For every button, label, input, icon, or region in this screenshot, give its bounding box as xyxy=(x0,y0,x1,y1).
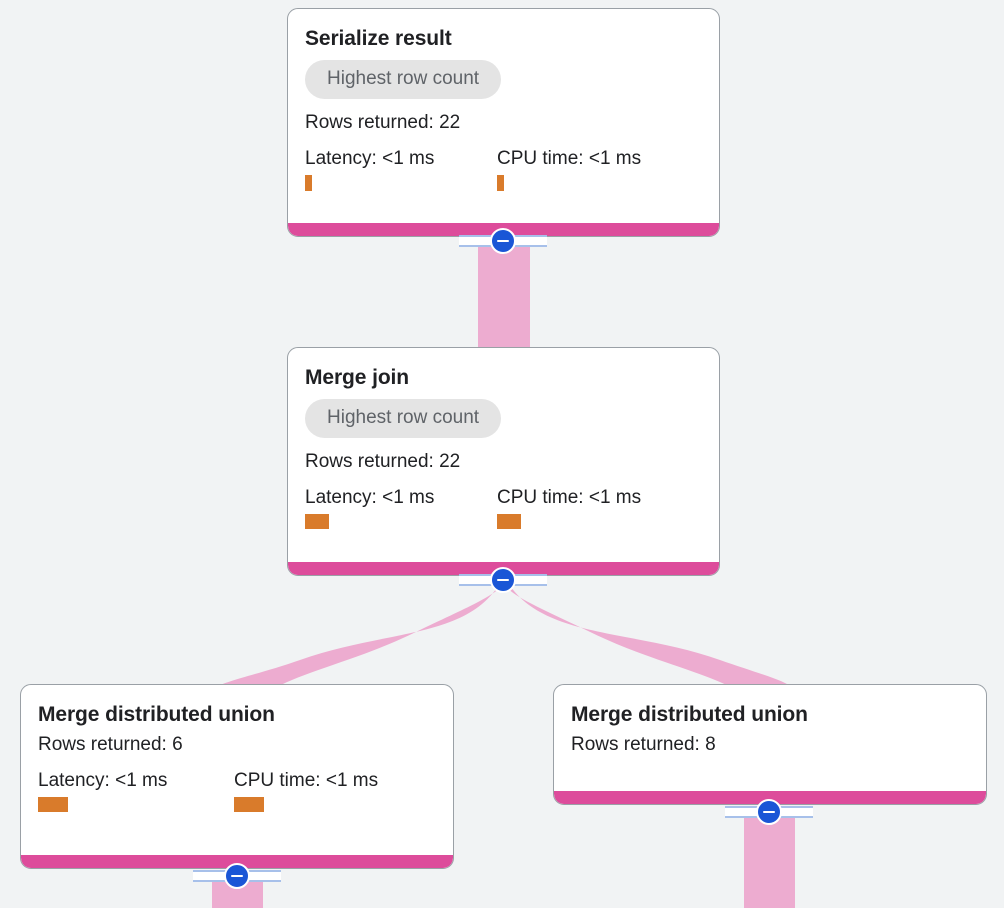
node-metrics: Latency: <1 ms CPU time: <1 ms xyxy=(305,147,702,191)
metric-cpu-time: CPU time: <1 ms xyxy=(497,486,642,529)
node-title: Merge distributed union xyxy=(38,703,275,726)
node-accent-footer xyxy=(21,855,453,868)
minus-icon[interactable] xyxy=(756,799,782,825)
metric-latency-bar xyxy=(305,513,329,529)
metric-latency: Latency: <1 ms xyxy=(305,486,497,529)
collapse-control-serialize-result[interactable] xyxy=(453,228,553,254)
node-card-body: Merge distributed union Rows returned: 8 xyxy=(554,685,986,767)
metric-latency: Latency: <1 ms xyxy=(305,147,497,191)
node-card-body: Merge join Highest row count Rows return… xyxy=(288,348,719,539)
metric-latency-bar xyxy=(305,174,312,191)
metric-cpu-time-label: CPU time: <1 ms xyxy=(497,147,642,169)
collapse-control-merge-distributed-union-left[interactable] xyxy=(187,863,287,889)
status-badge: Highest row count xyxy=(305,60,502,100)
node-card[interactable]: Merge distributed union Rows returned: 6… xyxy=(20,684,454,869)
metric-latency-label: Latency: <1 ms xyxy=(38,769,168,791)
rail-left-icon xyxy=(459,574,493,586)
minus-glyph xyxy=(763,810,775,814)
node-merge-distributed-union-right[interactable]: Merge distributed union Rows returned: 8 xyxy=(553,684,987,805)
node-serialize-result[interactable]: Serialize result Highest row count Rows … xyxy=(287,8,720,237)
node-card-body: Merge distributed union Rows returned: 6… xyxy=(21,685,453,822)
metric-cpu-time-label: CPU time: <1 ms xyxy=(497,486,642,508)
metric-latency: Latency: <1 ms xyxy=(38,769,234,812)
minus-icon[interactable] xyxy=(490,228,516,254)
ribbon-merge-join-to-left-union xyxy=(214,578,506,690)
node-accent-footer xyxy=(554,791,986,804)
metric-latency-label: Latency: <1 ms xyxy=(305,486,435,508)
rows-returned: Rows returned: 6 xyxy=(38,734,183,756)
rows-returned: Rows returned: 22 xyxy=(305,112,461,134)
node-card-body: Serialize result Highest row count Rows … xyxy=(288,9,719,201)
metric-cpu-time-label: CPU time: <1 ms xyxy=(234,769,379,791)
minus-icon[interactable] xyxy=(224,863,250,889)
rail-left-icon xyxy=(725,806,759,818)
metric-latency-label: Latency: <1 ms xyxy=(305,147,435,169)
rows-returned: Rows returned: 22 xyxy=(305,451,461,473)
metric-cpu-time: CPU time: <1 ms xyxy=(234,769,379,812)
node-card[interactable]: Merge distributed union Rows returned: 8 xyxy=(553,684,987,805)
rail-left-icon xyxy=(459,235,493,247)
metric-cpu-time-bar xyxy=(497,513,521,529)
rail-right-icon xyxy=(513,574,547,586)
rows-returned: Rows returned: 8 xyxy=(571,734,716,756)
node-title: Merge distributed union xyxy=(571,703,808,726)
metric-cpu-time: CPU time: <1 ms xyxy=(497,147,642,191)
metric-cpu-time-bar xyxy=(234,796,264,812)
node-title: Serialize result xyxy=(305,27,452,50)
rail-right-icon xyxy=(247,870,281,882)
node-metrics: Latency: <1 ms CPU time: <1 ms xyxy=(38,769,436,812)
metric-cpu-time-bar xyxy=(497,174,504,191)
node-merge-join[interactable]: Merge join Highest row count Rows return… xyxy=(287,347,720,576)
node-card[interactable]: Merge join Highest row count Rows return… xyxy=(287,347,720,576)
node-title: Merge join xyxy=(305,366,410,389)
status-badge: Highest row count xyxy=(305,399,502,439)
minus-glyph xyxy=(497,578,509,582)
rail-left-icon xyxy=(193,870,227,882)
minus-glyph xyxy=(231,874,243,878)
node-merge-distributed-union-left[interactable]: Merge distributed union Rows returned: 6… xyxy=(20,684,454,869)
ribbon-merge-join-to-right-union xyxy=(502,578,793,690)
rail-right-icon xyxy=(513,235,547,247)
metric-latency-bar xyxy=(38,796,68,812)
collapse-control-merge-distributed-union-right[interactable] xyxy=(719,799,819,825)
node-card[interactable]: Serialize result Highest row count Rows … xyxy=(287,8,720,237)
collapse-control-merge-join[interactable] xyxy=(453,567,553,593)
rail-right-icon xyxy=(779,806,813,818)
minus-glyph xyxy=(497,239,509,243)
node-metrics: Latency: <1 ms CPU time: <1 ms xyxy=(305,486,702,529)
minus-icon[interactable] xyxy=(490,567,516,593)
